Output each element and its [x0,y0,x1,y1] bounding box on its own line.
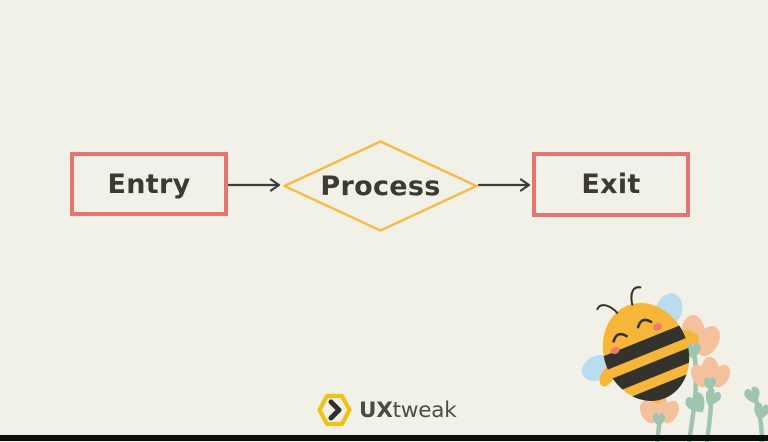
bottom-border-bar [0,435,768,441]
uxtweak-wordmark: UXtweak [359,398,457,423]
logo-text-ux: UX [359,397,393,423]
node-exit-label: Exit [581,169,641,200]
bee-flowers-illustration [581,286,768,442]
node-entry: Entry [70,152,228,216]
node-process: Process [282,139,479,233]
arrow-entry-to-process [227,178,281,192]
diamond-shape [283,140,478,232]
uxtweak-hexagon-icon [317,393,352,427]
logo-text-tweak: tweak [392,397,457,423]
node-entry-label: Entry [107,168,191,200]
node-exit: Exit [532,152,690,217]
arrow-process-to-exit [477,178,531,192]
node-process-label: Process [320,170,441,202]
uxtweak-logo: UXtweak [317,392,457,428]
bee-face-icon [596,286,653,343]
